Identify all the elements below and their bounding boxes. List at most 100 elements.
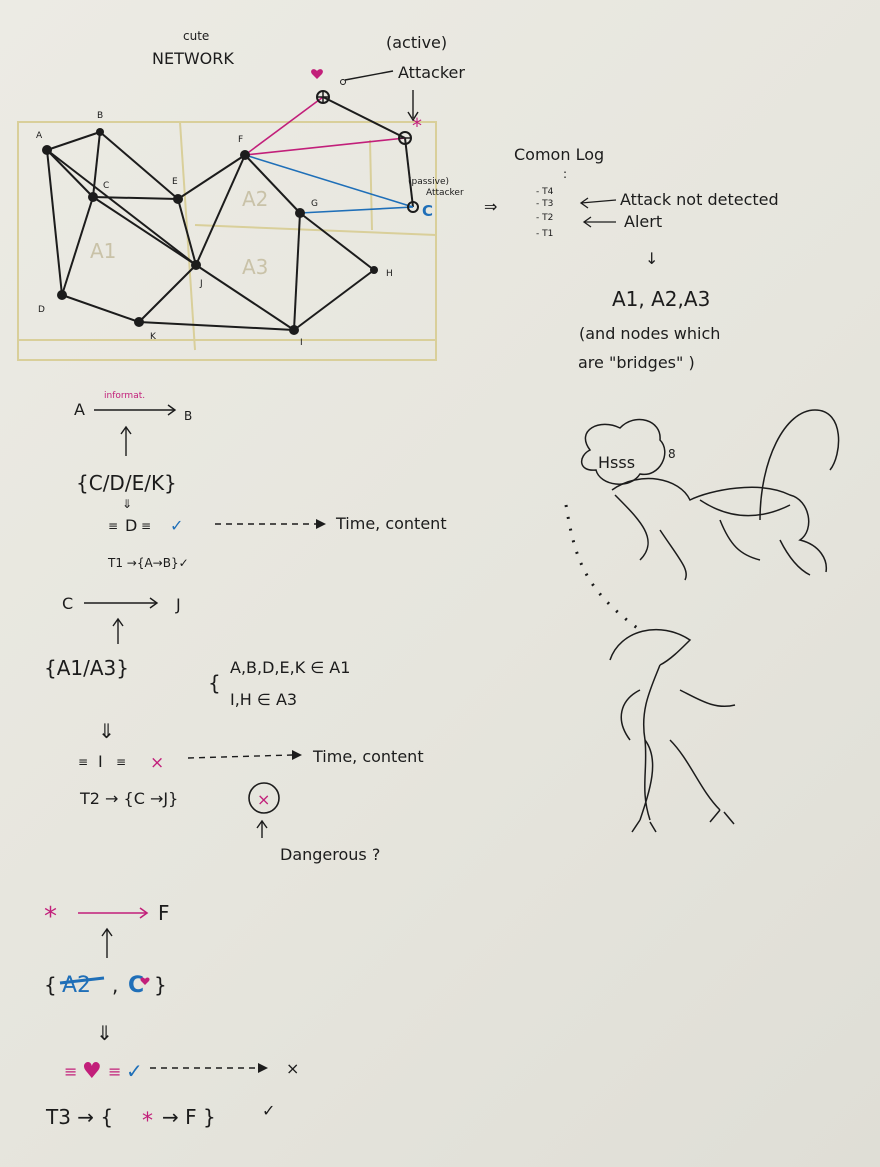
s3-up-arrow-head — [101, 927, 113, 937]
node-h — [370, 266, 378, 274]
heart-icon — [311, 69, 323, 79]
node-j-label: J — [199, 279, 203, 289]
s3-to: F — [158, 901, 170, 925]
edge — [299, 212, 375, 271]
s3-pick-right: ≡ — [108, 1062, 121, 1081]
node-b-label: B — [97, 111, 103, 121]
s3-t-line-star: * — [142, 1109, 153, 1134]
alien-legs-top — [614, 494, 811, 581]
blue-link — [299, 206, 414, 214]
edge — [46, 149, 94, 198]
s2-pick: I — [98, 752, 103, 771]
edge — [61, 196, 94, 296]
s2-question-arrow-head — [256, 819, 268, 829]
log-result: A1, A2,A3 — [612, 287, 710, 311]
s1-set: {C/D/E/K} — [76, 471, 177, 495]
alien-limbs-bottom — [620, 689, 736, 821]
log-t3: - T3 — [536, 199, 553, 209]
edge — [138, 264, 197, 323]
node-g — [295, 208, 305, 218]
log-t4: - T4 — [536, 187, 554, 197]
alien-doodle — [564, 409, 840, 833]
s1-double-arrow: ⇓ — [122, 497, 132, 511]
s3-set-left: { — [44, 973, 57, 997]
edge — [92, 196, 197, 266]
alien-body-top — [611, 477, 828, 573]
node-g-label: G — [311, 199, 318, 209]
s2-brace: { — [208, 671, 221, 695]
s3-strike — [59, 976, 105, 985]
log-result-note-2: are "bridges" ) — [578, 353, 695, 372]
log-dots: : — [563, 167, 567, 181]
s3-dashed-target: × — [286, 1059, 299, 1078]
area-grid — [17, 121, 437, 361]
s2-double-arrow: ⇓ — [98, 719, 115, 743]
informat-label: informat. — [104, 391, 145, 401]
node-j — [191, 260, 201, 270]
passive-attacker-node — [407, 201, 419, 213]
edge — [195, 264, 295, 331]
area-grid-line — [194, 224, 437, 236]
edge — [244, 154, 301, 214]
node-a — [42, 145, 52, 155]
active-attacker-node — [316, 90, 330, 104]
node-b — [96, 128, 104, 136]
s3-arrow-head — [139, 907, 149, 919]
s3-check: ✓ — [126, 1059, 143, 1083]
s2-circled-cross: × — [257, 790, 270, 809]
magenta-link — [244, 137, 406, 156]
s1-dashed-arrow-head — [316, 519, 326, 529]
log-implies: ⇒ — [484, 197, 497, 216]
active-label-2: Attacker — [398, 63, 465, 82]
t3-arrow-head — [579, 197, 589, 209]
s2-pick-right: ≡ — [116, 755, 126, 769]
s2-arrow-head — [149, 597, 159, 609]
s2-to: J — [175, 595, 181, 614]
alien-ribs-top — [699, 499, 791, 517]
edge — [138, 321, 295, 331]
t2-arrow-head — [582, 216, 592, 228]
s2-from: C — [62, 594, 73, 613]
active-arrow — [344, 70, 394, 81]
s3-set-right: } — [154, 973, 167, 997]
s3-dashed-arrow-head — [258, 1063, 268, 1073]
s1-pick: D — [125, 516, 137, 535]
node-c-label: C — [103, 181, 109, 191]
passive-label-2: Attacker — [426, 188, 464, 198]
node-a-label: A — [36, 131, 43, 141]
speech-text: Hsss — [598, 453, 635, 472]
log-down-arrow: ↓ — [645, 249, 658, 268]
node-i — [289, 325, 299, 335]
node-f-label: F — [238, 135, 243, 145]
s1-pick-left: ≡ — [108, 519, 118, 533]
s1-to: B — [184, 409, 192, 423]
s2-membership-1: A,B,D,E,K ∈ A1 — [230, 658, 350, 677]
alien-claws-bottom — [631, 809, 735, 833]
log-t2: - T2 — [536, 213, 553, 223]
s2-set: {A1/A3} — [44, 656, 129, 680]
edge — [177, 198, 197, 266]
node-e-label: E — [172, 177, 178, 187]
network-title-top: cute — [183, 29, 209, 43]
s3-t-line-start: T3 → { — [45, 1105, 113, 1129]
bridge-node — [398, 131, 412, 145]
network-nodes — [42, 128, 378, 335]
edge — [195, 154, 246, 266]
s1-check: ✓ — [170, 516, 183, 535]
s2-up-arrow-head — [112, 617, 124, 627]
s1-arrow-head — [167, 404, 177, 416]
s2-t-line: T2 → {C →J} — [79, 789, 178, 808]
edge — [177, 154, 246, 200]
s1-up-arrow-head — [120, 425, 132, 435]
edge — [46, 149, 197, 266]
s2-pick-left: ≡ — [78, 755, 88, 769]
active-arrow-head — [340, 79, 346, 85]
s3-t-line-mid: → F } — [162, 1105, 216, 1129]
s3-set-heart-icon — [140, 977, 150, 985]
area-grid-line — [369, 139, 373, 231]
s1-t-line: T1 →{A→B}✓ — [107, 556, 189, 570]
log-title: Comon Log — [514, 145, 604, 164]
edge — [404, 137, 414, 208]
edge — [293, 212, 301, 331]
log-result-note-1: (and nodes which — [579, 324, 720, 343]
